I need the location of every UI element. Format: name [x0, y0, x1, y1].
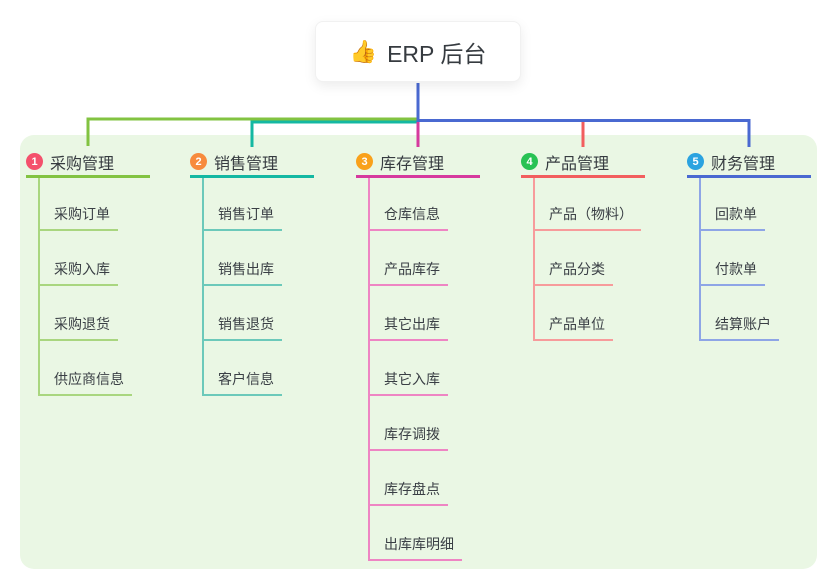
branch-node-2[interactable]: 2 销售管理	[190, 148, 314, 178]
child-node[interactable]: 库存调拨	[368, 426, 448, 451]
child-node-label: 仓库信息	[384, 206, 440, 222]
child-node[interactable]: 出库库明细	[368, 536, 462, 561]
branch-trunk-line	[533, 178, 535, 341]
root-node-label: ERP 后台	[387, 40, 487, 67]
child-node[interactable]: 采购入库	[38, 261, 118, 286]
branch-trunk-line	[699, 178, 701, 341]
child-node-label: 采购入库	[54, 261, 110, 277]
branch-trunk-line	[368, 178, 370, 561]
child-node-label: 结算账户	[715, 316, 771, 332]
branch-number-badge: 3	[356, 153, 373, 170]
child-node-label: 销售出库	[218, 261, 274, 277]
child-node[interactable]: 产品分类	[533, 261, 613, 286]
branch-node-4[interactable]: 4 产品管理	[521, 148, 645, 178]
child-node-label: 库存调拨	[384, 426, 440, 442]
child-node-label: 库存盘点	[384, 481, 440, 497]
branch-number-badge: 2	[190, 153, 207, 170]
child-node-label: 产品（物料）	[549, 206, 633, 222]
child-node-label: 供应商信息	[54, 371, 124, 387]
child-node-label: 采购订单	[54, 206, 110, 222]
child-node-label: 回款单	[715, 206, 757, 222]
child-node[interactable]: 回款单	[699, 206, 765, 231]
child-node[interactable]: 结算账户	[699, 316, 779, 341]
branch-trunk-line	[38, 178, 40, 396]
branches-panel	[20, 135, 817, 569]
child-node[interactable]: 产品单位	[533, 316, 613, 341]
child-node-label: 产品单位	[549, 316, 605, 332]
branch-node-3[interactable]: 3 库存管理	[356, 148, 480, 178]
child-node[interactable]: 客户信息	[202, 371, 282, 396]
branch-label: 财务管理	[711, 155, 776, 173]
child-node-label: 付款单	[715, 261, 757, 277]
branch-trunk-line	[202, 178, 204, 396]
child-node[interactable]: 其它入库	[368, 371, 448, 396]
child-node[interactable]: 采购订单	[38, 206, 118, 231]
child-node-label: 销售订单	[218, 206, 274, 222]
child-node-label: 采购退货	[54, 316, 110, 332]
child-node-label: 客户信息	[218, 371, 274, 387]
child-node-label: 产品库存	[384, 261, 440, 277]
root-node[interactable]: 👍 ERP 后台	[315, 21, 521, 82]
branch-label: 采购管理	[50, 155, 115, 173]
child-node[interactable]: 采购退货	[38, 316, 118, 341]
branch-number-badge: 5	[687, 153, 704, 170]
child-node-label: 产品分类	[549, 261, 605, 277]
branch-label: 库存管理	[380, 155, 445, 173]
child-node[interactable]: 销售出库	[202, 261, 282, 286]
child-node-label: 出库库明细	[384, 536, 454, 552]
child-node[interactable]: 其它出库	[368, 316, 448, 341]
child-node[interactable]: 付款单	[699, 261, 765, 286]
branch-label: 销售管理	[214, 155, 279, 173]
child-node[interactable]: 产品（物料）	[533, 206, 641, 231]
child-node[interactable]: 供应商信息	[38, 371, 132, 396]
child-node[interactable]: 销售订单	[202, 206, 282, 231]
branch-number-badge: 1	[26, 153, 43, 170]
child-node-label: 其它入库	[384, 371, 440, 387]
child-node[interactable]: 库存盘点	[368, 481, 448, 506]
child-node[interactable]: 仓库信息	[368, 206, 448, 231]
branch-node-5[interactable]: 5 财务管理	[687, 148, 811, 178]
child-node[interactable]: 产品库存	[368, 261, 448, 286]
child-node[interactable]: 销售退货	[202, 316, 282, 341]
child-node-label: 其它出库	[384, 316, 440, 332]
thumbs-up-icon: 👍	[349, 38, 378, 64]
branch-label: 产品管理	[545, 155, 610, 173]
branch-number-badge: 4	[521, 153, 538, 170]
child-node-label: 销售退货	[218, 316, 274, 332]
branch-node-1[interactable]: 1 采购管理	[26, 148, 150, 178]
